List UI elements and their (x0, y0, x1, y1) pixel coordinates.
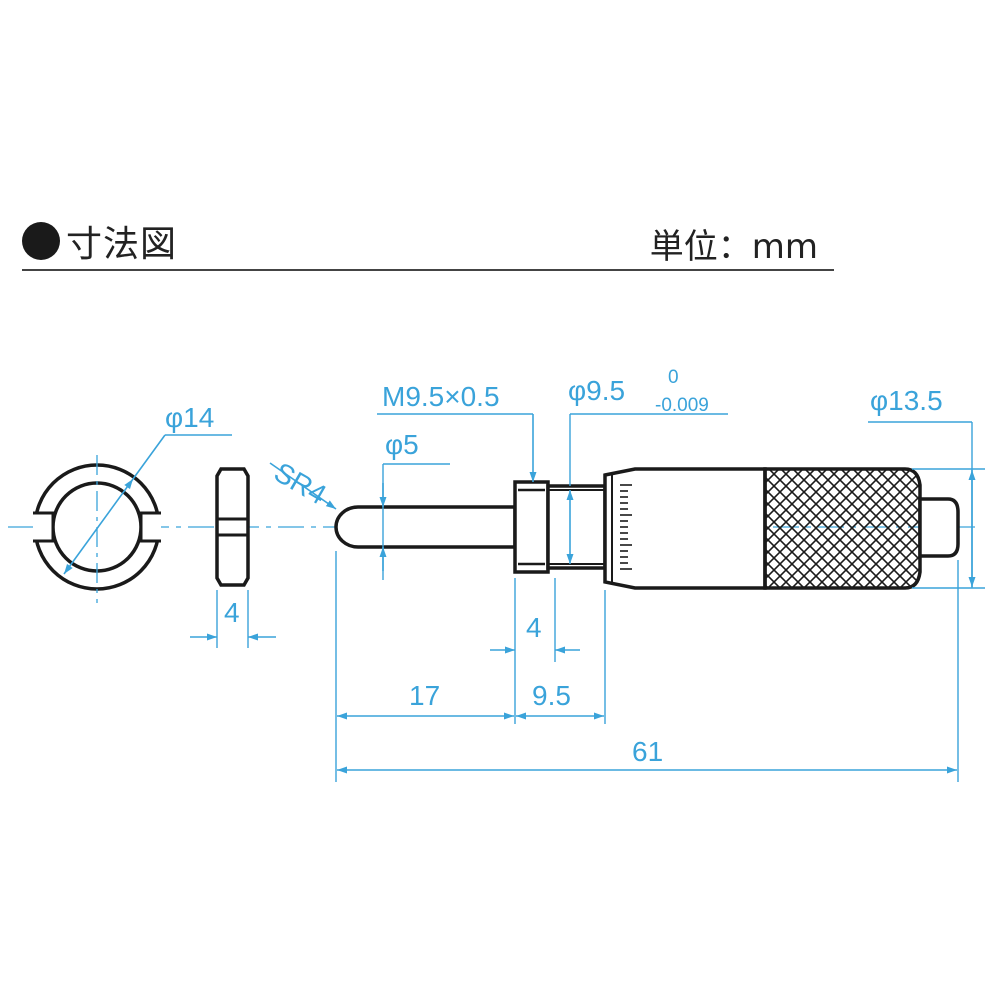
bullet-icon (22, 222, 60, 260)
thread-length-label: 4 (526, 612, 542, 643)
spindle-length-label: 17 (409, 680, 440, 711)
micrometer-head (334, 467, 960, 590)
title-group: 寸法図 (22, 215, 177, 267)
nut-diameter-label: φ14 (165, 402, 214, 433)
sleeve-scale (620, 484, 632, 570)
stem-tolerance-upper: 0 (668, 367, 679, 388)
thread-spec-label: M9.5×0.5 (382, 381, 500, 412)
sleeve-length-label: 9.5 (532, 680, 571, 711)
spindle-diameter-label: φ5 (385, 429, 419, 460)
tip-radius-label: SR4 (269, 456, 332, 510)
stem-diameter-label: φ9.5 (568, 375, 625, 406)
drawing-header: 寸法図 単位：mm (22, 205, 834, 271)
page-title: 寸法図 (66, 224, 178, 265)
thimble-diameter-label: φ13.5 (870, 385, 943, 416)
total-length-label: 61 (632, 736, 663, 767)
header-rule (22, 269, 834, 271)
ring-nut-side-view: 4 (190, 467, 276, 648)
nut-thickness-label: 4 (224, 597, 240, 628)
ring-nut-front-view: φ14 (33, 402, 232, 603)
unit-label: 単位：mm (649, 227, 818, 267)
stem-tolerance-lower: -0.009 (655, 395, 709, 416)
